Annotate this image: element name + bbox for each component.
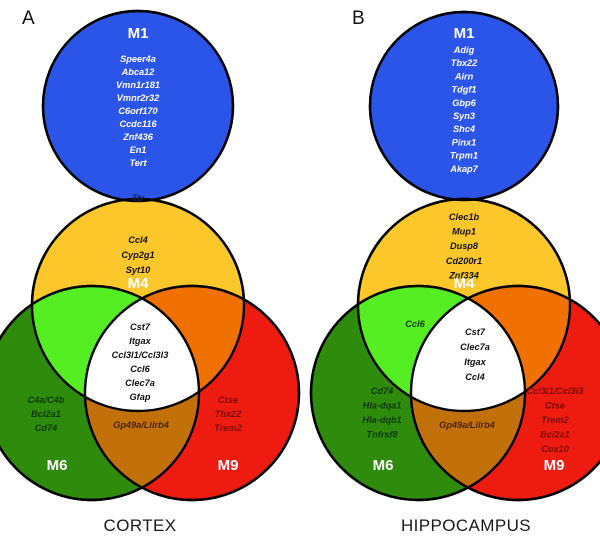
panel-b-letter: B bbox=[352, 8, 365, 29]
panel-b-label-m1: M1 bbox=[454, 25, 475, 42]
gene-label: Cyp2g1 bbox=[121, 250, 154, 260]
gene-label: Ccl6 bbox=[130, 364, 150, 374]
gene-label: Gbp6 bbox=[452, 98, 476, 108]
gene-label: Adig bbox=[453, 45, 475, 55]
gene-label: Tbx22 bbox=[451, 58, 478, 68]
gene-label: Pinx1 bbox=[452, 137, 477, 147]
panel-a-circle-m9-outline bbox=[83, 284, 301, 502]
panel-b-region-center[interactable] bbox=[411, 286, 600, 500]
panel-a-label-m1: M1 bbox=[128, 25, 149, 42]
gene-label: Clec7a bbox=[125, 378, 155, 388]
gene-label: Itgax bbox=[129, 336, 151, 346]
gene-label: Syn3 bbox=[453, 111, 475, 121]
panel-b-genes-m4-m6: Ccl6 bbox=[405, 319, 425, 329]
gene-label: Ccl4 bbox=[465, 372, 484, 382]
panel-a-region-center-group bbox=[85, 286, 299, 500]
panel-a-region-center[interactable] bbox=[85, 286, 299, 500]
gene-label: Bcl2a1 bbox=[540, 430, 570, 440]
gene-label: En1 bbox=[130, 145, 147, 155]
gene-label: C4a/C4b bbox=[28, 395, 65, 405]
panel-a-label-m4: M4 bbox=[128, 275, 149, 292]
panel-a-genes-m6-m9: Gp49a/Lilrb4 bbox=[113, 420, 169, 430]
gene-label: Ctse bbox=[218, 395, 238, 405]
gene-label: Ccl3l1/Ccl3l3 bbox=[112, 350, 169, 360]
gene-label: Vmnr2r32 bbox=[117, 93, 160, 103]
panel-b-genes-m6-m9: Gp49a/Lilrb4 bbox=[439, 420, 495, 430]
gene-label: Tnfrsf8 bbox=[366, 430, 398, 440]
gene-label: Abca12 bbox=[121, 67, 156, 77]
panel-a-letter: A bbox=[22, 8, 35, 29]
gene-label: Cd74 bbox=[35, 423, 57, 433]
gene-label: Syt10 bbox=[126, 265, 151, 275]
panel-b-circle-m9-outline bbox=[409, 284, 600, 502]
gene-label: Mup1 bbox=[452, 227, 476, 237]
gene-label: Hla-dqb1 bbox=[362, 415, 401, 425]
gene-label: Ctse bbox=[545, 401, 565, 411]
gene-label: Airn bbox=[454, 71, 474, 81]
gene-label: Clec7a bbox=[460, 342, 490, 352]
gene-label: Trem2 bbox=[541, 415, 569, 425]
panel-b: B M1 M bbox=[309, 8, 600, 535]
gene-label: Dusp8 bbox=[450, 241, 479, 251]
gene-label: Ccl3l1/Ccl3l3 bbox=[527, 386, 584, 396]
gene-label: C6orf170 bbox=[118, 106, 158, 116]
gene-label: Ccdc116 bbox=[119, 119, 157, 129]
gene-label: Ccl4 bbox=[128, 235, 147, 245]
panel-a-caption: CORTEX bbox=[104, 516, 177, 535]
gene-label: Gp49a/Lilrb4 bbox=[113, 420, 169, 430]
gene-label: Cd74 bbox=[371, 386, 393, 396]
gene-label: Trpm1 bbox=[450, 151, 478, 161]
panel-a-genes-m1-m4: Ttr bbox=[132, 193, 145, 203]
panel-b-label-m9: M9 bbox=[544, 457, 565, 474]
gene-label: Cst7 bbox=[465, 327, 486, 337]
gene-label: Cst7 bbox=[130, 322, 151, 332]
gene-label: Tert bbox=[129, 158, 147, 168]
gene-label: Gfap bbox=[130, 392, 151, 402]
gene-label: Znf436 bbox=[122, 132, 154, 142]
gene-label: Clec1b bbox=[449, 212, 480, 222]
gene-label: Ttr bbox=[132, 193, 145, 203]
gene-label: Itgax bbox=[464, 357, 486, 367]
gene-label: Gp49a/Lilrb4 bbox=[439, 420, 495, 430]
panel-a-circle-m6-outline bbox=[0, 284, 201, 502]
gene-label: Hla-dqa1 bbox=[363, 401, 402, 411]
gene-label: Bcl2a1 bbox=[31, 409, 61, 419]
panel-b-label-m6: M6 bbox=[373, 457, 394, 474]
gene-label: Znf334 bbox=[448, 270, 479, 280]
gene-label: Trem2 bbox=[214, 423, 242, 433]
gene-label: Speer4a bbox=[120, 54, 156, 64]
gene-label: Cox10 bbox=[541, 444, 569, 454]
panel-b-caption: HIPPOCAMPUS bbox=[401, 516, 531, 535]
gene-label: Shc4 bbox=[453, 124, 475, 134]
panel-b-label-m4: M4 bbox=[454, 275, 475, 292]
gene-label: Akap7 bbox=[449, 164, 478, 174]
panel-a: A bbox=[0, 8, 301, 535]
panel-a-label-m6: M6 bbox=[47, 457, 68, 474]
panel-a-circle-m1-outline bbox=[41, 9, 235, 203]
gene-label: Ccl6 bbox=[405, 319, 425, 329]
gene-label: Tdgf1 bbox=[451, 85, 476, 95]
panel-a-label-m9: M9 bbox=[218, 457, 239, 474]
panel-b-circle-m6-outline bbox=[309, 284, 527, 502]
gene-label: Tbx22 bbox=[215, 409, 242, 419]
gene-label: Vmn1r181 bbox=[116, 80, 160, 90]
gene-label: Cd200r1 bbox=[446, 256, 482, 266]
panel-b-region-center-group bbox=[411, 286, 600, 500]
